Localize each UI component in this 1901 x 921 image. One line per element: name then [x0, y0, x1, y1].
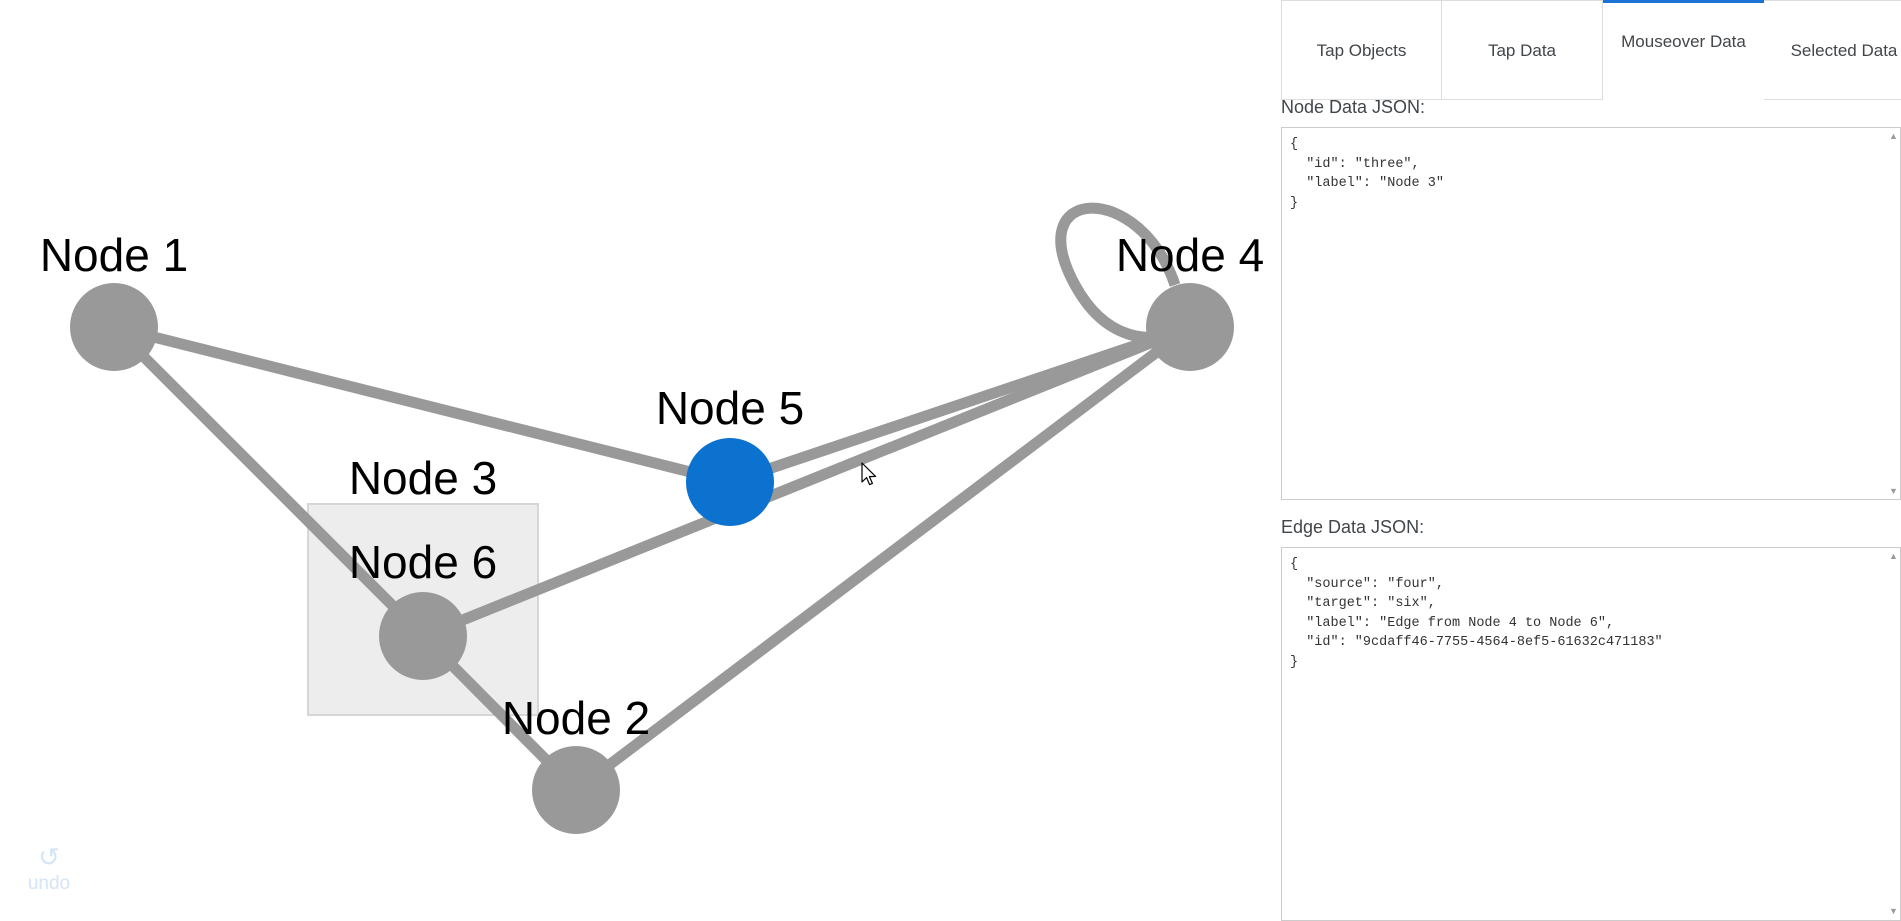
node-label-three: Node 3 — [349, 452, 497, 504]
edge-layer — [110, 202, 1194, 795]
tab-tap-objects-label: Tap Objects — [1316, 40, 1407, 60]
node-json-textarea[interactable]: { "id": "three", "label": "Node 3" } — [1281, 127, 1901, 500]
node-json-label: Node Data JSON: — [1281, 97, 1426, 117]
graph-svg[interactable]: Node 1 Node 2 Node 3 Node 4 Node 5 Node … — [0, 0, 1281, 921]
edge-four-four-selfloop[interactable] — [1055, 202, 1183, 343]
node-six[interactable] — [379, 592, 467, 680]
node-json-scroll-up-icon[interactable]: ▲ — [1889, 131, 1898, 141]
tab-selected-data-label: Selected Data — [1790, 40, 1898, 60]
edge-json-scroll-up-icon[interactable]: ▲ — [1889, 551, 1898, 561]
node-label-two: Node 2 — [502, 692, 650, 744]
graph-canvas[interactable]: Node 1 Node 2 Node 3 Node 4 Node 5 Node … — [0, 0, 1281, 921]
undo-label: undo — [27, 873, 71, 894]
node-five[interactable] — [686, 438, 774, 526]
node-two[interactable] — [532, 746, 620, 834]
edge-json-scroll-down-icon[interactable]: ▼ — [1889, 906, 1898, 916]
edge-json-label: Edge Data JSON: — [1281, 517, 1425, 537]
tab-bar: Tap Objects Tap Data Mouseover Data Sele… — [1281, 0, 1901, 100]
undo-button[interactable]: ↺ undo — [14, 844, 84, 896]
undo-icon: ↺ — [38, 842, 60, 872]
tab-tap-objects[interactable]: Tap Objects — [1281, 0, 1442, 100]
edge-two-four[interactable] — [572, 322, 1194, 795]
node-label-one: Node 1 — [40, 229, 188, 281]
node-four[interactable] — [1146, 283, 1234, 371]
tab-tap-data[interactable]: Tap Data — [1442, 0, 1603, 100]
tab-selected-data[interactable]: Selected Data — [1764, 0, 1901, 100]
node-one[interactable] — [70, 283, 158, 371]
node-label-five: Node 5 — [656, 382, 804, 434]
node-label-four: Node 4 — [1116, 229, 1264, 281]
edge-one-six[interactable] — [110, 323, 427, 640]
node-layer — [70, 283, 1234, 834]
tab-mouseover-data-label: Mouseover Data — [1621, 31, 1746, 51]
edge-one-five[interactable] — [112, 321, 732, 488]
edge-json-textarea[interactable]: { "source": "four", "target": "six", "la… — [1281, 547, 1901, 921]
tab-mouseover-data[interactable]: Mouseover Data — [1603, 0, 1764, 100]
node-label-six: Node 6 — [349, 536, 497, 588]
node-label-layer: Node 1 Node 2 Node 3 Node 4 Node 5 Node … — [40, 229, 1264, 744]
tab-tap-data-label: Tap Data — [1487, 40, 1557, 60]
node-json-scroll-down-icon[interactable]: ▼ — [1889, 486, 1898, 496]
data-panel: Tap Objects Tap Data Mouseover Data Sele… — [1281, 0, 1901, 921]
edge-four-six[interactable] — [420, 321, 1193, 642]
